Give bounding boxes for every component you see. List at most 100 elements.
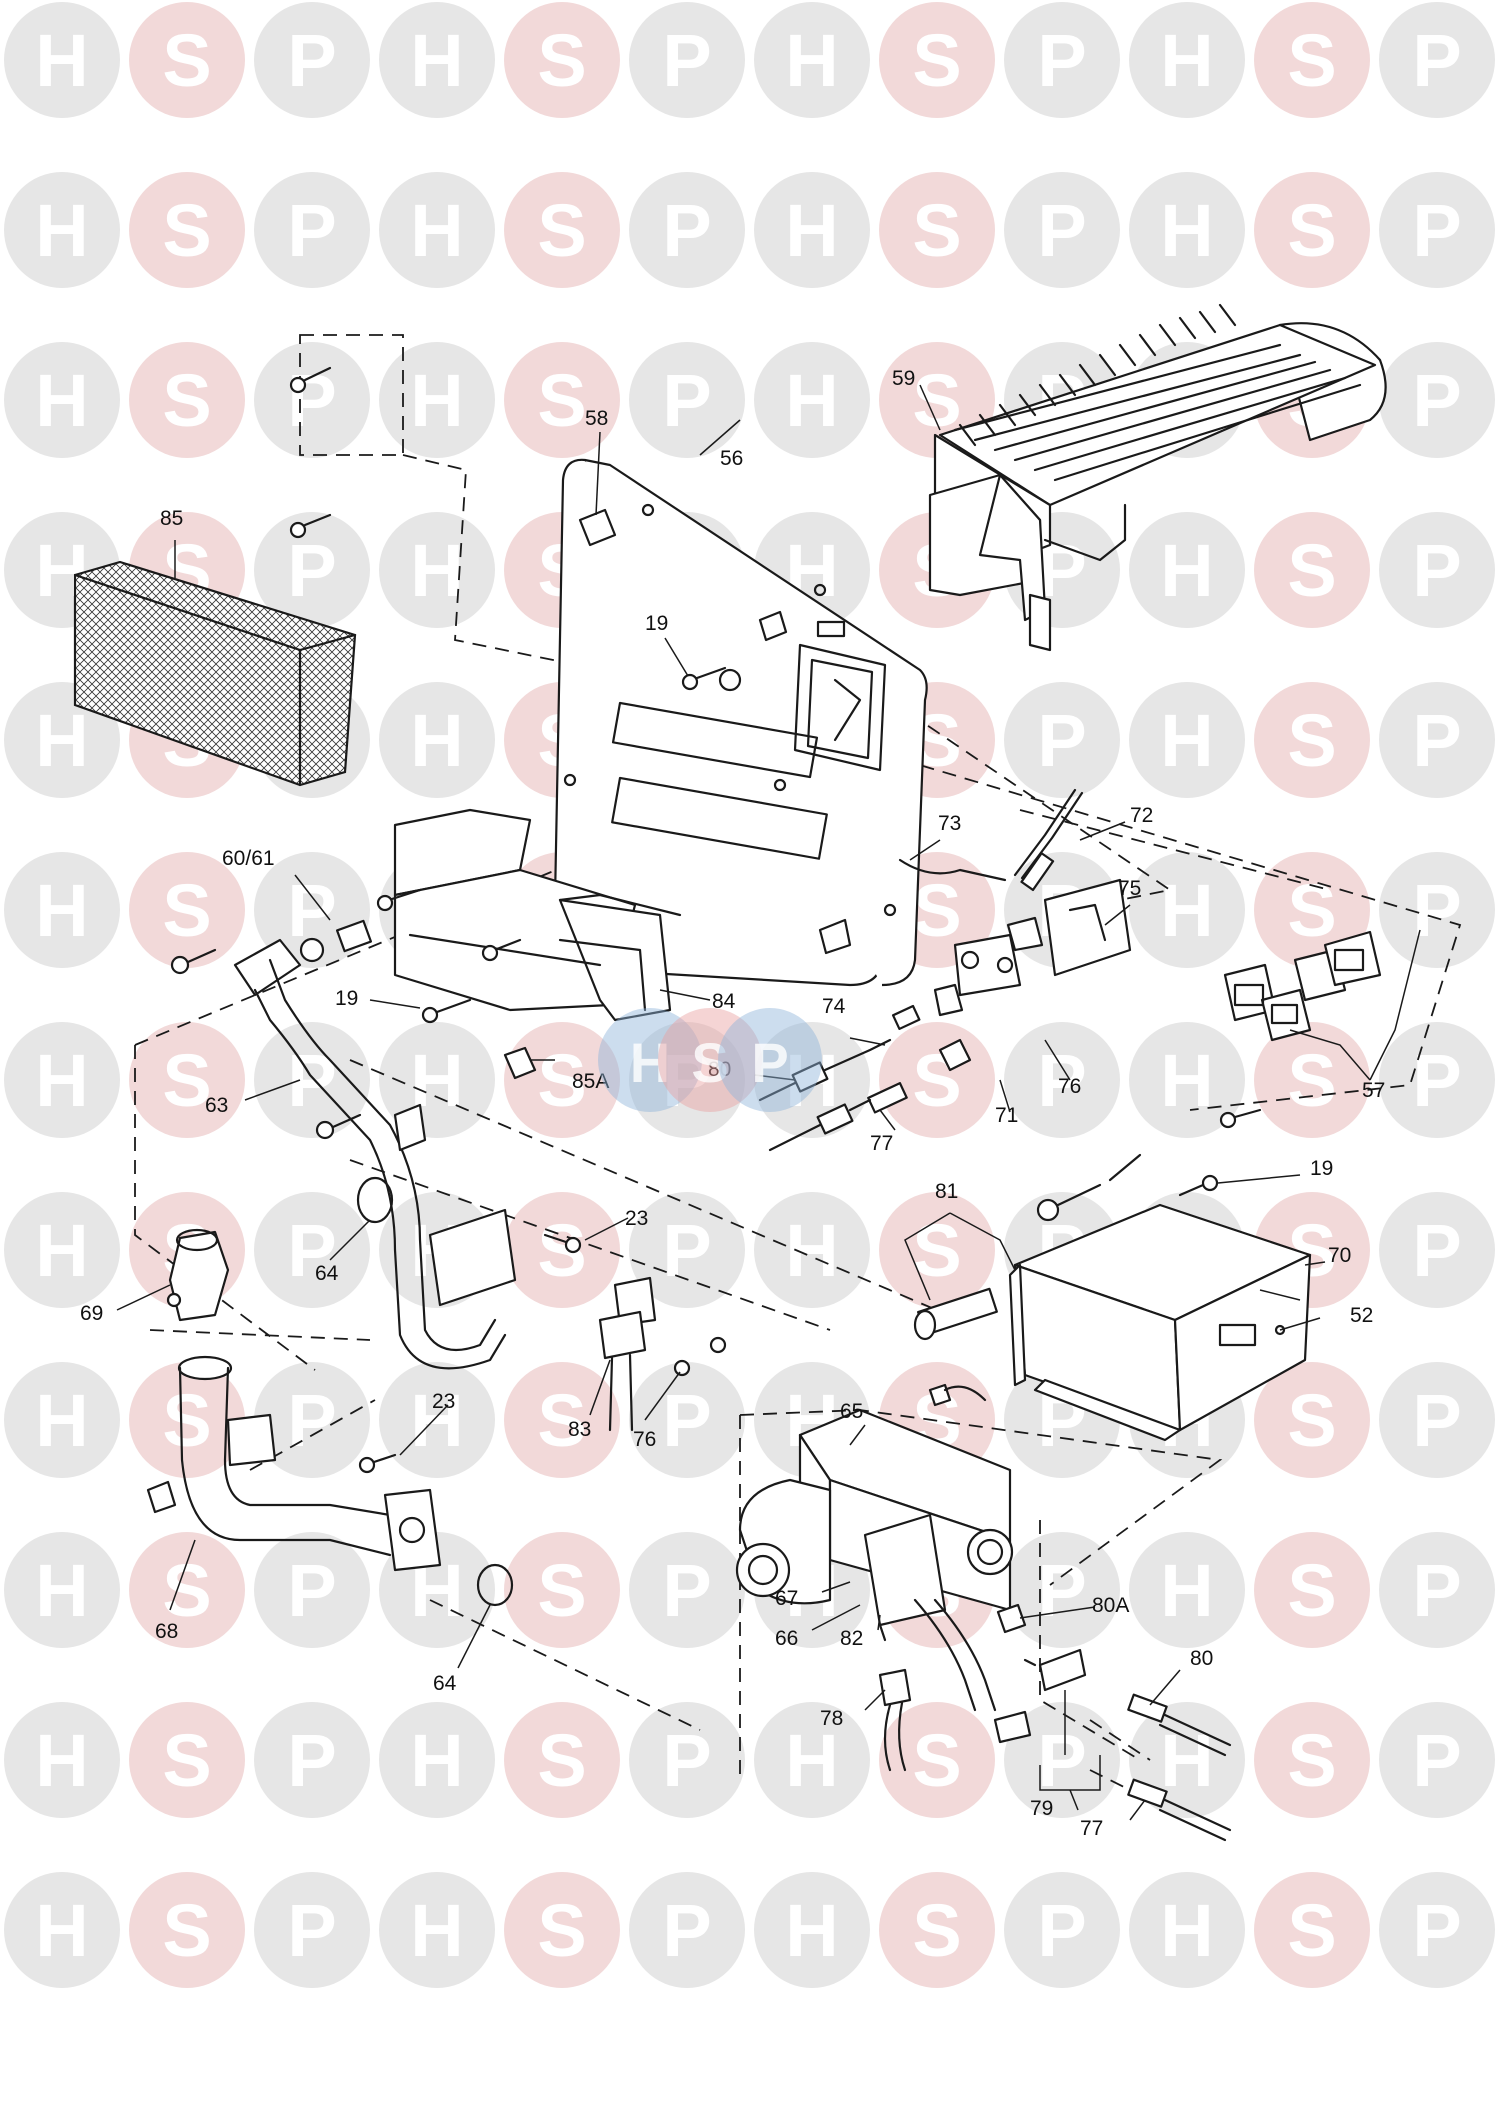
watermark-letter: H [35,1379,88,1462]
watermark-circle [4,1362,120,1478]
watermark-letter: P [287,359,336,442]
callout-80-upper: 80 [708,1058,731,1081]
watermark-circle [1379,682,1495,798]
callout-labels: 85 58 56 59 19 60/61 19 63 84 85A 64 69 … [80,367,1385,1840]
watermark-letter: S [1287,1889,1336,1972]
watermark-letter: P [287,1209,336,1292]
watermark-circle [379,342,495,458]
watermark-letter: S [162,1719,211,1802]
parts-drawing [73,303,1462,1842]
watermark-circle [629,1362,745,1478]
watermark-circle [504,1022,620,1138]
watermark-letter: P [662,1209,711,1292]
callout-67: 67 [775,1587,798,1610]
watermark-letter: P [1037,1549,1086,1632]
watermark-letter: H [35,1209,88,1292]
watermark-letter: H [785,189,838,272]
watermark-letter: P [287,1549,336,1632]
watermark-circle [1254,512,1370,628]
part-ignitor [913,1153,1142,1341]
part-sensor [598,1276,727,1432]
watermark-circle [1254,1702,1370,1818]
watermark-letter: H [785,19,838,102]
watermark-letter: H [785,359,838,442]
watermark-letter: P [287,1719,336,1802]
watermark-letter: S [1287,699,1336,782]
watermark-letter: P [287,1379,336,1462]
watermark-letter: H [1160,19,1213,102]
watermark-letter: P [1412,529,1461,612]
watermark-letter: S [162,359,211,442]
watermark-circle [379,512,495,628]
screw-icon [481,938,522,962]
watermark-letter: S [1287,19,1336,102]
watermark-circle [1129,1532,1245,1648]
watermark-letter: P [1037,189,1086,272]
watermark-letter: H [1160,1889,1213,1972]
watermark-letter: S [162,189,211,272]
callout-85A: 85A [572,1070,609,1093]
callout-57: 57 [1362,1079,1385,1102]
watermark-letter: P [1037,1719,1086,1802]
watermark-circle [1254,172,1370,288]
watermark-circle [1379,1872,1495,1988]
callout-19-upper: 19 [645,612,668,635]
watermark-letter: S [1287,1379,1336,1462]
callout-73: 73 [938,812,961,835]
watermark-circle [1379,1532,1495,1648]
watermark-letter: S [537,19,586,102]
watermark-circle [1004,1872,1120,1988]
callout-56: 56 [720,447,743,470]
watermark-letter: S [912,1889,961,1972]
watermark-circle [129,1872,245,1988]
watermark-letter: P [1412,1889,1461,1972]
watermark-circle [4,2,120,118]
screw-icon [358,1453,397,1474]
watermark-circle [1129,1022,1245,1138]
watermark-circle [1254,682,1370,798]
callout-72: 72 [1130,804,1153,827]
part-gas-pipes-upper [758,1004,921,1152]
callout-23-lower: 23 [432,1390,455,1413]
watermark-circle [254,342,370,458]
part-combustion-box [393,808,682,1022]
watermark-circle [1129,1872,1245,1988]
watermark-letter: H [35,869,88,952]
watermark-letter: H [1160,869,1213,952]
watermark-circle [504,1532,620,1648]
watermark-letter: S [537,189,586,272]
watermark-circle [254,1532,370,1648]
callout-65: 65 [840,1400,863,1423]
watermark-letter: P [662,359,711,442]
watermark-letter: P [1412,869,1461,952]
callout-70: 70 [1328,1244,1351,1267]
watermark-letter: S [537,1379,586,1462]
part-control-box [1008,1174,1312,1442]
watermark-circle [129,1362,245,1478]
watermark-letter: S [537,359,586,442]
callout-82: 82 [840,1627,863,1650]
watermark-circle [504,2,620,118]
watermark-letter: H [1160,1719,1213,1802]
watermark-circle [129,1532,245,1648]
callout-80-lower: 80 [1190,1647,1213,1670]
part-burner [928,303,1387,652]
watermark-circle [1004,682,1120,798]
watermark-circle [1004,1022,1120,1138]
watermark-circle [754,1702,870,1818]
center-logo-circle [718,1008,822,1112]
watermark-letter: P [1412,699,1461,782]
callout-81: 81 [935,1180,958,1203]
callout-69: 69 [80,1302,103,1325]
watermark-letter: H [1160,699,1213,782]
watermark-letter: H [35,1039,88,1122]
watermark-circle [379,172,495,288]
watermark-circle [129,2,245,118]
watermark-circle [254,172,370,288]
watermark-letter: P [662,1549,711,1632]
watermark-circle [1254,852,1370,968]
watermark-letter: S [537,1549,586,1632]
callout-64-upper: 64 [315,1262,339,1285]
